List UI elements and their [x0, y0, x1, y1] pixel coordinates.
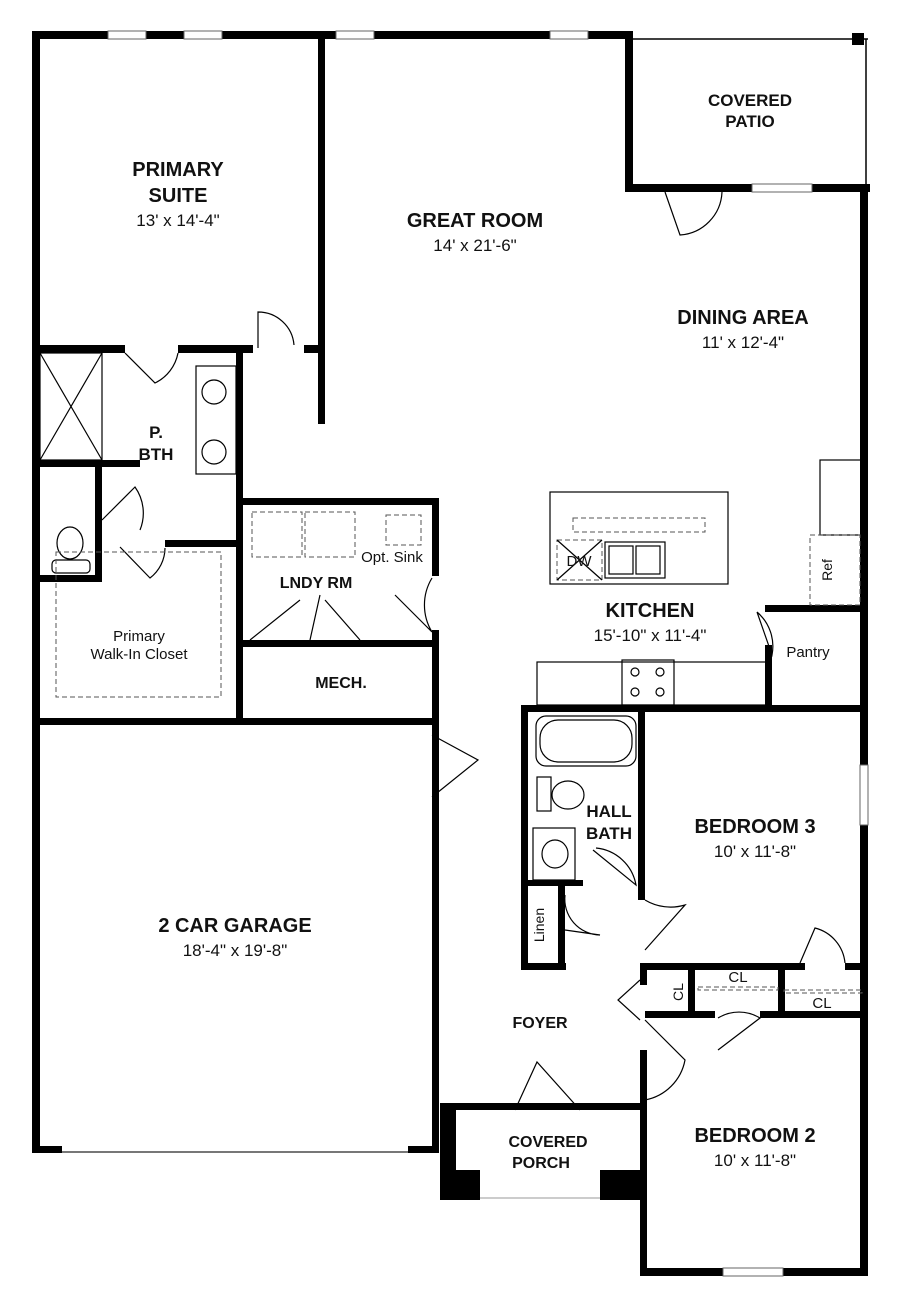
bedroom-3-name: BEDROOM 3 — [694, 816, 815, 838]
pantry-label: Pantry — [786, 644, 830, 661]
primary-suite-size: 13' x 14'-4" — [136, 211, 219, 230]
kitchen-size: 15'-10" x 11'-4" — [594, 626, 707, 645]
covered-patio-name-2: PATIO — [725, 112, 774, 131]
garage-name: 2 CAR GARAGE — [158, 915, 311, 937]
kitchen-name: KITCHEN — [606, 600, 695, 622]
great-room-name: GREAT ROOM — [407, 210, 543, 232]
refrigerator-label: Ref — [819, 559, 835, 581]
walls — [32, 31, 870, 1276]
garage-size: 18'-4" x 19'-8" — [183, 941, 288, 960]
laundry-name: LNDY RM — [280, 575, 353, 592]
bedroom-3-size: 10' x 11'-8" — [714, 842, 796, 861]
great-room-size: 14' x 21'-6" — [433, 236, 516, 255]
covered-porch-name-1: COVERED — [508, 1134, 587, 1151]
dining-area-name: DINING AREA — [677, 307, 808, 329]
primary-suite-name-1: PRIMARY — [132, 159, 224, 181]
closet-label-lower: CL — [812, 995, 831, 1012]
linen-label: Linen — [531, 908, 547, 942]
closet-label-upper: CL — [728, 969, 747, 986]
bedroom-2-size: 10' x 11'-8" — [714, 1151, 796, 1170]
bedroom-2-name: BEDROOM 2 — [694, 1125, 815, 1147]
dishwasher-label: DW — [567, 553, 593, 570]
covered-porch-name-2: PORCH — [512, 1155, 570, 1172]
mech-name: MECH. — [315, 675, 367, 692]
primary-closet-name-1: Primary — [113, 628, 165, 645]
dining-area-size: 11' x 12'-4" — [702, 333, 784, 352]
foyer-name: FOYER — [512, 1015, 568, 1032]
primary-suite-name-2: SUITE — [149, 185, 208, 207]
room-labels: PRIMARY SUITE 13' x 14'-4" GREAT ROOM 14… — [91, 91, 835, 1172]
laundry-opt-sink: Opt. Sink — [361, 549, 423, 566]
windows — [62, 30, 869, 1277]
doors — [101, 191, 846, 1111]
fixtures — [39, 352, 863, 994]
hall-bath-name-2: BATH — [586, 824, 632, 843]
covered-patio-name-1: COVERED — [708, 91, 792, 110]
hall-bath-name-1: HALL — [586, 802, 631, 821]
primary-bath-name-2: BTH — [139, 445, 174, 464]
closet-label-vertical: CL — [670, 983, 686, 1001]
primary-bath-name-1: P. — [149, 423, 163, 442]
primary-closet-name-2: Walk-In Closet — [91, 646, 189, 663]
